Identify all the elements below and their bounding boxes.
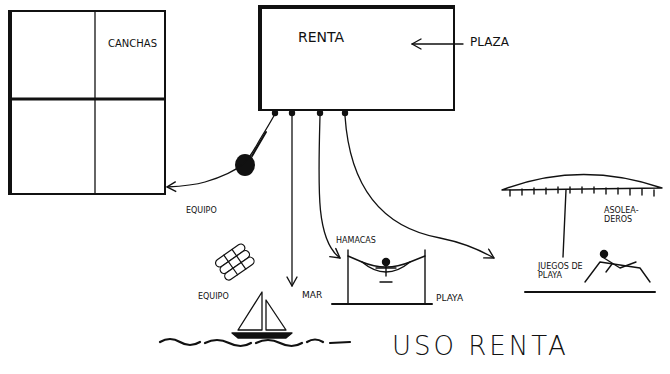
sailboat	[160, 292, 350, 346]
rental-box: RENTA	[258, 5, 455, 111]
equipment-label: EQUIPO	[198, 292, 229, 301]
plaza-arrow	[412, 44, 463, 45]
box-title: RENTA	[298, 29, 344, 45]
plaza-label: PLAZA	[470, 36, 509, 50]
flow-connector	[167, 114, 275, 187]
sea-label: MAR	[302, 290, 322, 300]
box-title: CANCHAS	[108, 38, 157, 50]
beach-games-label: JUEGOS DE PLAYA	[538, 262, 594, 280]
beach-label: PLAYA	[436, 293, 463, 303]
racket-icon	[235, 132, 266, 176]
diagram-caption: USO RENTA	[392, 332, 569, 362]
leader-lines	[292, 116, 494, 286]
rolled-mats	[214, 242, 256, 281]
court-grid	[10, 12, 164, 193]
equipment-label: EQUIPO	[186, 206, 217, 215]
hammock-label: HAMACAS	[336, 236, 376, 245]
sunbed-label: ASOLEA- DEROS	[604, 206, 639, 224]
court-area-box: CANCHAS	[8, 10, 166, 195]
hammock	[332, 250, 432, 304]
beach-umbrella	[502, 174, 662, 292]
